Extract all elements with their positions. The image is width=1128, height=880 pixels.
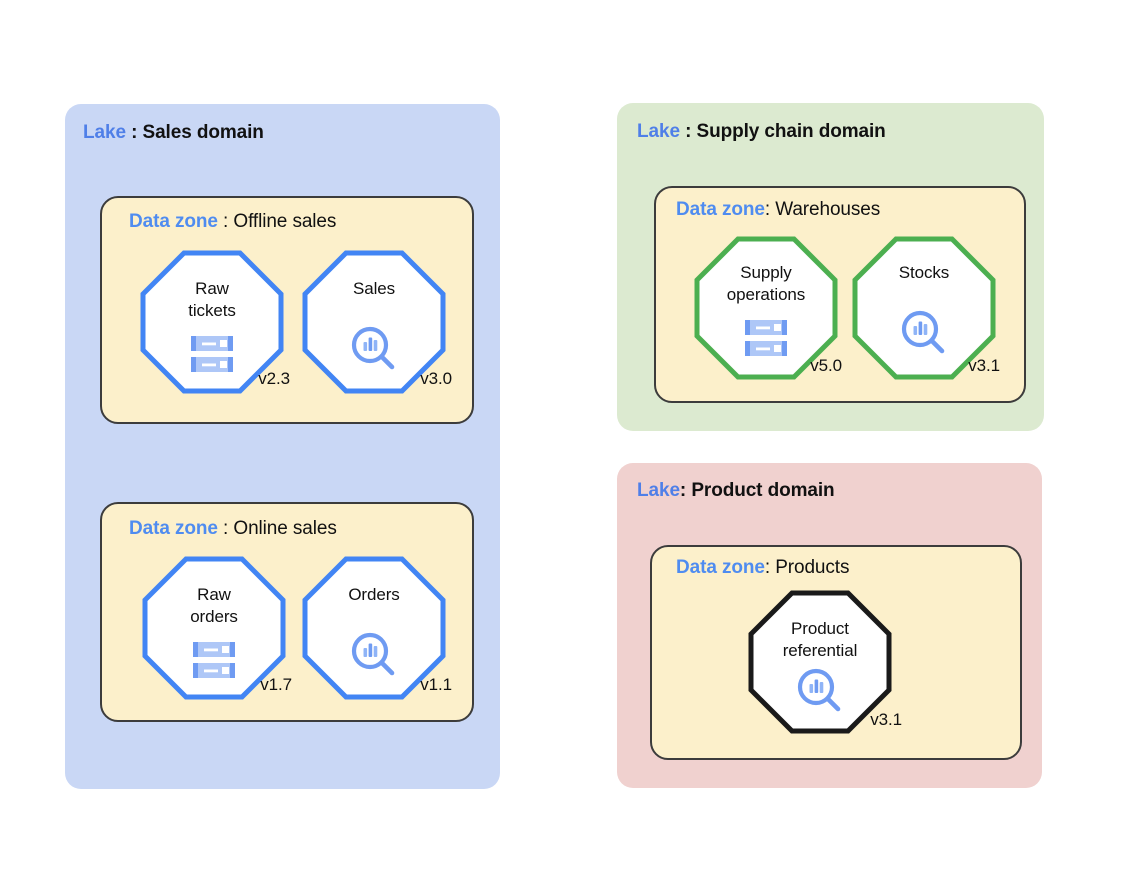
data-zone-online-sales-title: Data zone : Online sales (129, 518, 337, 540)
data-product-stocks[interactable]: Stocks v3.1 (852, 236, 1000, 380)
zone-keyword: Data zone (129, 211, 218, 232)
data-product-version: v3.1 (870, 710, 902, 729)
zone-name: Online sales (233, 518, 337, 539)
octagon-shape (142, 556, 286, 700)
analytics-search-icon (351, 632, 397, 683)
zone-keyword: Data zone (129, 518, 218, 539)
lake-separator: : (679, 121, 697, 142)
data-product-raw-orders[interactable]: Raw orders v1.7 (142, 556, 292, 700)
data-product-version: v3.1 (968, 356, 1000, 375)
zone-separator: : (764, 199, 776, 220)
lake-sales-title: Lake : Sales domain (83, 122, 264, 144)
zone-separator: : (217, 518, 234, 539)
lake-keyword: Lake (637, 121, 680, 142)
lake-name: Sales domain (142, 122, 264, 143)
database-server-icon (189, 334, 235, 379)
data-product-raw-tickets[interactable]: Raw tickets v2.3 (140, 250, 290, 394)
octagon-shape (852, 236, 996, 380)
data-zone-products-title: Data zone: Products (676, 557, 849, 579)
octagon-shape (694, 236, 838, 380)
lake-keyword: Lake (637, 480, 680, 501)
data-product-sales[interactable]: Sales v3.0 (302, 250, 452, 394)
zone-name: Products (775, 557, 850, 578)
lake-separator: : (679, 480, 692, 501)
data-product-version: v5.0 (810, 356, 842, 375)
data-product-supply-operations[interactable]: Supply operations v5.0 (694, 236, 842, 380)
data-product-version: v3.0 (420, 369, 452, 388)
lake-keyword: Lake (83, 122, 126, 143)
zone-name: Offline sales (233, 211, 337, 232)
octagon-shape (140, 250, 284, 394)
data-product-version: v2.3 (258, 369, 290, 388)
zone-name: Warehouses (775, 199, 881, 220)
database-server-icon (743, 318, 789, 363)
analytics-search-icon (351, 326, 397, 377)
zone-keyword: Data zone (676, 557, 765, 578)
zone-keyword: Data zone (676, 199, 765, 220)
analytics-search-icon (797, 668, 843, 719)
zone-separator: : (764, 557, 776, 578)
data-zone-offline-sales-title: Data zone : Offline sales (129, 211, 336, 233)
lake-product-title: Lake: Product domain (637, 480, 835, 502)
data-product-orders[interactable]: Orders v1.1 (302, 556, 452, 700)
octagon-shape (302, 556, 446, 700)
data-zone-warehouses-title: Data zone: Warehouses (676, 199, 880, 221)
lake-supply-chain-title: Lake : Supply chain domain (637, 121, 886, 143)
data-product-product-referential[interactable]: Product referential v3.1 (748, 590, 902, 734)
data-product-version: v1.1 (420, 675, 452, 694)
octagon-shape (748, 590, 892, 734)
data-product-version: v1.7 (260, 675, 292, 694)
lake-name: Product domain (691, 480, 835, 501)
lake-name: Supply chain domain (696, 121, 886, 142)
analytics-search-icon (901, 310, 947, 361)
database-server-icon (191, 640, 237, 685)
zone-separator: : (217, 211, 234, 232)
octagon-shape (302, 250, 446, 394)
lake-separator: : (125, 122, 143, 143)
